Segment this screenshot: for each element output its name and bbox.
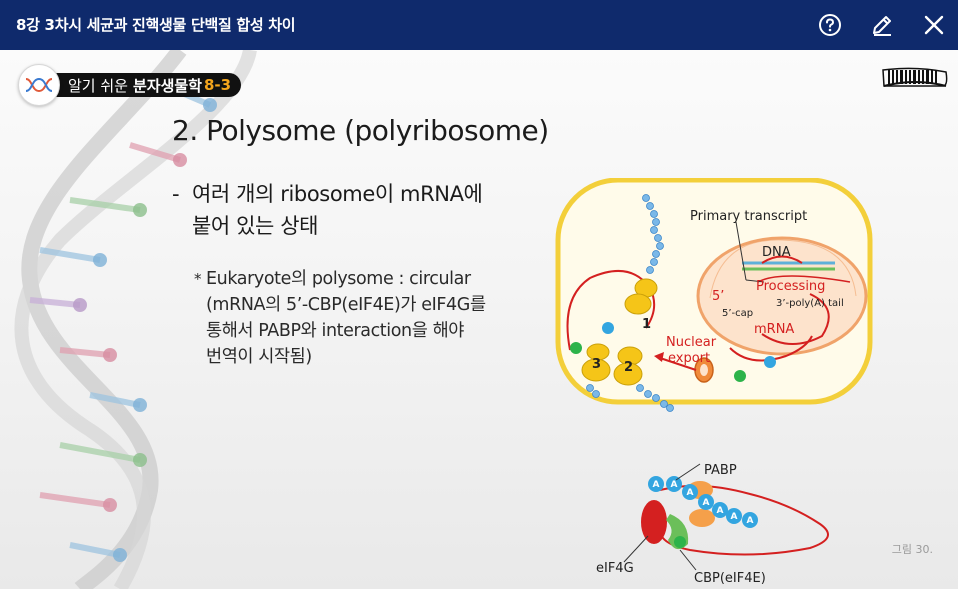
note-line: 번역이 시작됨): [206, 347, 312, 367]
ribosomes: [581, 278, 658, 386]
course-name: 분자생물학: [132, 76, 202, 95]
dna-helix-illustration: [14, 50, 257, 589]
figure-caption: 그림 30.: [891, 543, 933, 556]
label-nuclear: Nuclear: [666, 335, 717, 350]
ribosome-label-3: 3: [592, 357, 601, 372]
pabp-beads: [648, 476, 758, 528]
label-polya-tail: 3’-poly(A) tail: [776, 298, 844, 309]
course-number: 8-3: [203, 76, 232, 94]
svg-text:A: A: [717, 506, 724, 516]
label-pabp: PABP: [704, 463, 737, 478]
svg-text:A: A: [671, 480, 678, 490]
slide-heading: 2. Polysome (polyribosome): [172, 114, 549, 147]
bullet-line: 여러 개의 ribosome이 mRNA에: [192, 182, 483, 206]
polysome-figure: 1 2 3 Primary transcript DNA 5’ Processi…: [555, 178, 873, 586]
note-line: 통해서 PABP와 interaction을 해야: [206, 321, 464, 341]
svg-text:A: A: [731, 512, 738, 522]
lesson-title: 8강 3차시 세균과 진핵생물 단백질 합성 차이: [16, 16, 296, 34]
label-eif4g: eIF4G: [596, 561, 634, 576]
publisher-logo-icon: [882, 67, 948, 87]
bullet-dash: -: [172, 182, 180, 206]
svg-text:A: A: [747, 516, 754, 526]
slide-canvas: 알기 쉬운 분자생물학 8-3 2. Polysome (polyribosom…: [0, 50, 958, 589]
note-line: Eukaryote의 polysome : circular: [206, 269, 471, 289]
dna-logo-icon: [25, 77, 53, 93]
edit-button[interactable]: [868, 11, 896, 39]
pencil-icon: [873, 16, 891, 36]
eif4g-shape: [641, 500, 667, 544]
note-line: (mRNA의 5’-CBP(eIF4E)가 eIF4G를: [206, 295, 486, 315]
svg-text:A: A: [687, 488, 694, 498]
bullet-line: 붙어 있는 상태: [192, 214, 319, 238]
circular-mrna: [659, 484, 829, 556]
note-star: *: [194, 270, 202, 288]
label-5-prime: 5’: [712, 289, 724, 304]
close-button[interactable]: [920, 11, 948, 39]
ribosome-label-2: 2: [624, 360, 633, 375]
main-bullet: - 여러 개의 ribosome이 mRNA에 붙어 있는 상태: [172, 178, 483, 242]
course-name-pill: 알기 쉬운 분자생물학 8-3: [50, 73, 242, 97]
ribosome-label-1: 1: [642, 317, 651, 332]
label-primary-transcript: Primary transcript: [690, 209, 807, 224]
close-icon: [924, 15, 944, 35]
label-export: export: [668, 351, 710, 366]
svg-text:A: A: [703, 498, 710, 508]
svg-text:A: A: [653, 480, 660, 490]
label-5-cap: 5’-cap: [722, 308, 753, 319]
nucleus: [696, 236, 868, 356]
title-bar: 8강 3차시 세균과 진핵생물 단백질 합성 차이: [0, 0, 958, 50]
label-cbp: CBP(eIF4E): [694, 571, 766, 586]
label-processing: Processing: [756, 279, 825, 294]
course-logo: [18, 64, 60, 106]
help-button[interactable]: [816, 11, 844, 39]
label-dna: DNA: [762, 245, 791, 260]
help-icon: [819, 14, 841, 36]
course-prefix: 알기 쉬운: [68, 76, 128, 95]
sub-note: * Eukaryote의 polysome : circular (mRNA의 …: [194, 266, 486, 370]
label-mrna: mRNA: [754, 322, 794, 337]
course-brand: 알기 쉬운 분자생물학 8-3: [18, 64, 242, 106]
